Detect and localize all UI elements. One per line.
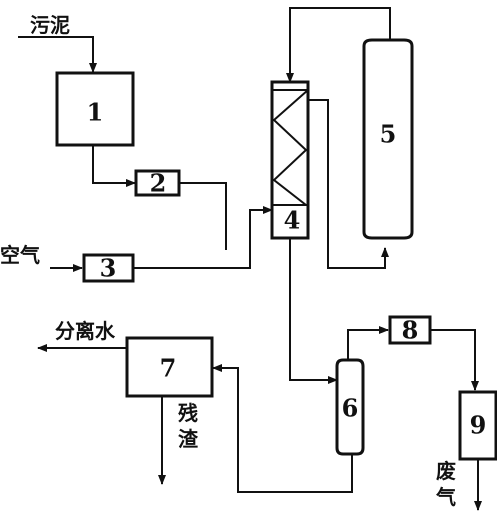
unit-7-box: 7	[125, 336, 214, 398]
unit-3-label: 3	[100, 254, 117, 283]
unit-7-label: 7	[160, 354, 177, 383]
reactor-packing-zigzag	[272, 89, 309, 206]
exhaust-label-line1: 废	[436, 459, 456, 483]
residue-label-line1: 残	[178, 401, 198, 425]
line-6-to-7	[212, 364, 353, 493]
separated-water-label: 分离水	[55, 319, 116, 343]
unit-8-label: 8	[402, 316, 419, 345]
recycle-line-5-to-4	[286, 7, 391, 83]
sludge-feed-line	[18, 36, 97, 73]
unit-9-label: 9	[470, 411, 487, 440]
line-4-to-5	[308, 99, 389, 269]
unit-3-box: 3	[82, 253, 135, 283]
line-6-to-8	[347, 326, 389, 360]
unit-5-label: 5	[380, 120, 397, 149]
line-2-to-4	[180, 182, 227, 250]
sludge-label: 污泥	[30, 13, 70, 37]
unit-2-label: 2	[150, 169, 167, 198]
line-4-to-6	[289, 238, 338, 384]
unit-6-separator: 6	[335, 358, 365, 456]
unit-6-label: 6	[342, 394, 359, 423]
unit-5-separator: 5	[362, 38, 414, 240]
unit-1-label: 1	[87, 98, 104, 127]
line-3-to-4	[133, 206, 273, 269]
line-1-to-2	[92, 145, 136, 187]
unit-8-box: 8	[388, 315, 432, 345]
air-label: 空气	[0, 243, 40, 267]
unit-4-label: 4	[284, 206, 301, 235]
exhaust-label-line2: 气	[435, 485, 456, 509]
line-8-to-9	[430, 329, 479, 391]
unit-1-box: 1	[55, 71, 135, 147]
unit-2-box: 2	[134, 169, 181, 198]
unit-9-box: 9	[458, 390, 497, 461]
residue-label-line2: 渣	[178, 427, 199, 451]
unit-4-reactor: 4	[270, 80, 310, 240]
